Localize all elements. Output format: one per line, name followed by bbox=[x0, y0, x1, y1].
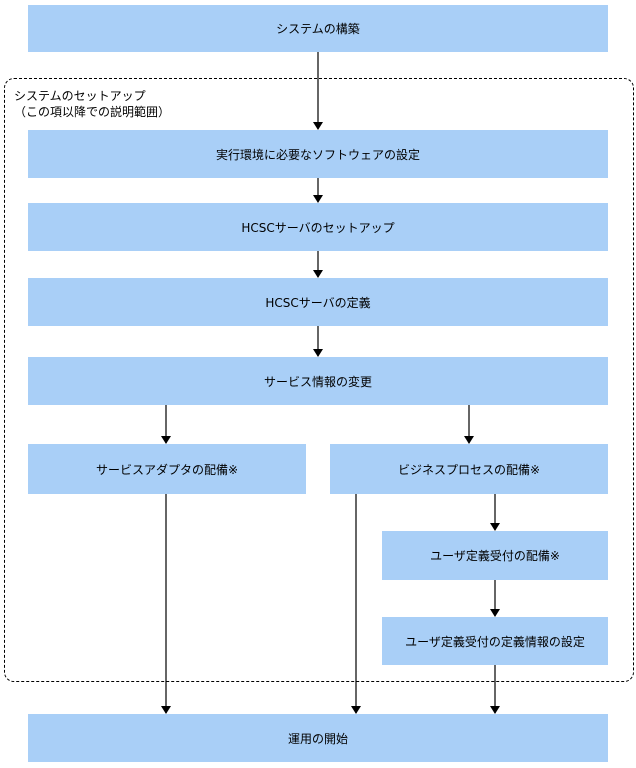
step-business: ビジネスプロセスの配備※ bbox=[330, 444, 608, 494]
step-start: 運用の開始 bbox=[28, 714, 608, 762]
step-define: HCSCサーバの定義 bbox=[28, 278, 608, 326]
setup-scope-title: システムのセットアップ bbox=[14, 89, 146, 103]
setup-scope-label: システムのセットアップ （この項以降での説明範囲） bbox=[14, 88, 170, 120]
step-user-accept-info: ユーザ定義受付の定義情報の設定 bbox=[382, 617, 608, 665]
step-service-info: サービス情報の変更 bbox=[28, 357, 608, 405]
step-setup: HCSCサーバのセットアップ bbox=[28, 203, 608, 251]
step-software: 実行環境に必要なソフトウェアの設定 bbox=[28, 130, 608, 178]
step-adapter: サービスアダプタの配備※ bbox=[28, 444, 306, 494]
setup-scope-subtitle: （この項以降での説明範囲） bbox=[14, 105, 171, 119]
step-user-accept: ユーザ定義受付の配備※ bbox=[382, 531, 608, 580]
setup-scope-group bbox=[4, 78, 634, 682]
step-build: システムの構築 bbox=[28, 5, 608, 52]
